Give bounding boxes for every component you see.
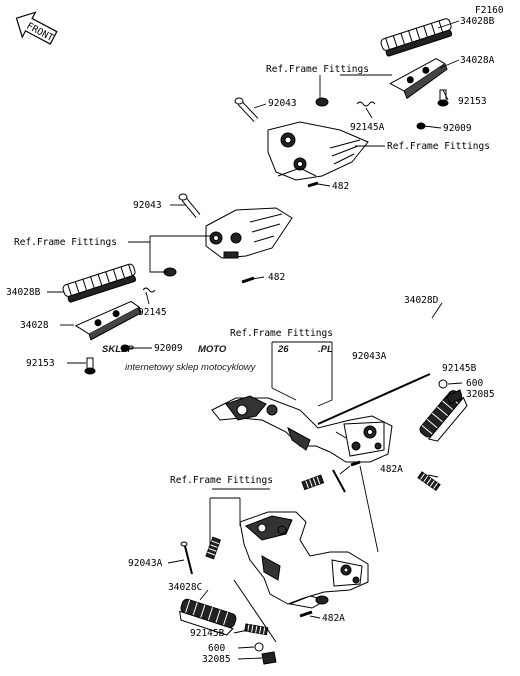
- pin-92043-middle: [178, 193, 201, 218]
- label-32085-right: 32085: [466, 389, 495, 400]
- label-ref-frame-5: Ref.Frame Fittings: [170, 475, 273, 486]
- label-32085-bottom: 32085: [202, 654, 231, 665]
- label-482a-right: 482A: [380, 464, 403, 475]
- bolt-92153-middle: [84, 357, 96, 375]
- watermark-brand-tld: .PL: [318, 344, 333, 355]
- part-482a-right: [350, 460, 361, 467]
- label-ref-frame-4: Ref.Frame Fittings: [230, 328, 333, 339]
- label-92145b-bottom: 92145B: [190, 628, 225, 639]
- ball-600-bottom: [254, 642, 264, 652]
- label-34028-middle: 34028: [20, 320, 49, 331]
- watermark-brand-left: SKLEP: [102, 344, 134, 355]
- bracket-top-right: [267, 121, 369, 181]
- part-482a-bottom: [299, 610, 313, 618]
- figure-id: F2160: [475, 5, 504, 16]
- label-92145a-top: 92145A: [350, 122, 385, 133]
- middle-left-assembly: [62, 193, 293, 375]
- label-34028a-top: 34028A: [460, 55, 495, 66]
- label-ref-frame-3: Ref.Frame Fittings: [14, 237, 117, 248]
- label-600-bottom: 600: [208, 643, 225, 654]
- watermark-tagline: internetowy sklep motocyklowy: [125, 362, 257, 373]
- pin-92043-top: [234, 97, 259, 123]
- label-92043a-bottom: 92043A: [128, 558, 163, 569]
- footpeg-rubber-top: [380, 18, 453, 57]
- label-92145b-right: 92145B: [442, 363, 477, 374]
- label-92043-top: 92043: [268, 98, 297, 109]
- label-92009-top: 92009: [443, 123, 472, 134]
- bracket-bottom: [239, 511, 369, 609]
- part-labels: 34028B 34028A Ref.Frame Fittings 92043 9…: [6, 16, 495, 665]
- bracket-middle-right: [211, 395, 393, 463]
- ball-600-right: [438, 379, 448, 389]
- washer-92009-middle: [120, 344, 130, 352]
- middle-right-assembly: [211, 373, 468, 493]
- pin-92043a-bottom: [184, 545, 193, 575]
- footpeg-rubber-middle: [62, 263, 137, 303]
- watermark-brand-mid: MOTO: [198, 344, 227, 355]
- label-482a-bottom: 482A: [322, 613, 345, 624]
- bracket-middle-left: [205, 207, 293, 259]
- label-92145-middle: 92145: [138, 307, 167, 318]
- label-34028b-top: 34028B: [460, 16, 495, 27]
- washer-92009-top: [416, 122, 426, 130]
- footpeg-body-middle: [74, 300, 142, 341]
- label-600-right: 600: [466, 378, 483, 389]
- label-92153-top: 92153: [458, 96, 487, 107]
- spring-92145b-bottom: [244, 623, 269, 636]
- footpeg-passenger-bottom: [179, 598, 237, 636]
- label-34028d-right: 34028D: [404, 295, 439, 306]
- leader-lines: [47, 20, 463, 660]
- pin-92043a-right: [332, 469, 346, 493]
- part-482-top: [307, 181, 319, 188]
- spring-92145a-top: [356, 101, 376, 107]
- label-ref-frame-2: Ref.Frame Fittings: [387, 141, 490, 152]
- watermark-brand-highlight: 26: [277, 344, 289, 355]
- label-34028c-bottom: 34028C: [168, 582, 202, 593]
- watermark: SKLEP MOTO 26 .PL internetowy sklep moto…: [102, 344, 333, 373]
- label-482-top: 482: [332, 181, 349, 192]
- label-92043-middle: 92043: [133, 200, 162, 211]
- label-92009-middle: 92009: [154, 343, 183, 354]
- label-34028b-middle: 34028B: [6, 287, 41, 298]
- top-right-assembly: [234, 18, 453, 188]
- label-ref-frame-1: Ref.Frame Fittings: [266, 64, 369, 75]
- spring-92145-middle: [142, 287, 156, 293]
- detent-32085-bottom: [261, 651, 277, 665]
- front-arrow-icon: FRONT: [15, 11, 58, 45]
- detent-32085-right: [446, 389, 463, 405]
- footpeg-body-top: [389, 57, 448, 100]
- label-92043a-right: 92043A: [352, 351, 387, 362]
- label-482-middle: 482: [268, 272, 285, 283]
- label-92153-middle: 92153: [26, 358, 55, 369]
- bottom-assembly: [179, 511, 369, 665]
- spring-92145b-right: [417, 471, 441, 492]
